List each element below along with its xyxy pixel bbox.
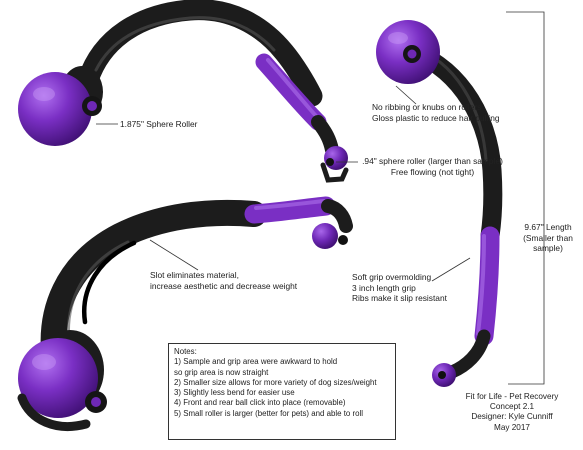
sphere-roller-large-top-left bbox=[18, 72, 92, 146]
callout-grip-line3: Ribs make it slip resistant bbox=[352, 293, 447, 303]
handle-body-bottom-left bbox=[40, 199, 267, 385]
credits-designer: Designer: Kyle Cunniff bbox=[471, 412, 553, 422]
callout-no-ribbing: No ribbing or knubs on rollers Gloss pla… bbox=[372, 102, 500, 123]
callout-grip-line2: 3 inch length grip bbox=[352, 282, 416, 293]
callout-small-roller-line2: Free flowing (not tight) bbox=[390, 166, 475, 177]
callout-small-roller-line1: .94" sphere roller (larger than sample) bbox=[362, 156, 503, 166]
credits-concept: Concept 2.1 bbox=[489, 402, 535, 412]
bottom-left-view bbox=[17, 196, 353, 431]
handle-body-top-left bbox=[77, 0, 323, 107]
callout-length: 9.67" Length (Smaller than sample) bbox=[516, 222, 580, 254]
credits-date: May 2017 bbox=[494, 422, 530, 432]
notes-item: 5) Small roller is larger (better for pe… bbox=[174, 408, 364, 418]
callout-length-line3: sample) bbox=[533, 243, 563, 253]
sphere-roller-small-top-left bbox=[324, 146, 348, 170]
slot-bottom-left bbox=[82, 240, 137, 325]
top-left-view bbox=[18, 0, 349, 183]
callout-slot: Slot eliminates material, increase aesth… bbox=[150, 270, 297, 291]
callout-grip-line1: Soft grip overmolding bbox=[352, 272, 432, 282]
credits-project: Fit for Life - Pet Recovery bbox=[465, 392, 559, 401]
credits-block: Fit for Life - Pet Recovery Concept 2.1 … bbox=[462, 392, 562, 433]
callout-no-ribbing-line2: Gloss plastic to reduce hair pulling bbox=[372, 112, 500, 123]
callout-grip: Soft grip overmolding 3 inch length grip… bbox=[352, 272, 447, 304]
callout-sphere-roller: 1.875" Sphere Roller bbox=[120, 119, 198, 129]
grip-top-left bbox=[255, 53, 327, 131]
callout-length-line2: (Smaller than bbox=[523, 232, 573, 243]
right-view bbox=[376, 20, 503, 387]
notes-box: Notes: 1) Sample and grip area were awkw… bbox=[168, 343, 396, 440]
notes-title: Notes: bbox=[174, 347, 197, 356]
grip-right bbox=[474, 226, 500, 346]
sphere-roller-small-bottom-left bbox=[312, 223, 338, 249]
callout-no-ribbing-line1: No ribbing or knubs on rollers bbox=[372, 102, 482, 112]
callout-slot-line1: Slot eliminates material, bbox=[150, 270, 239, 280]
notes-item: 4) Front and rear ball click into place … bbox=[174, 398, 346, 408]
sphere-roller-large-bottom-left bbox=[18, 338, 98, 418]
notes-item: 2) Smaller size allows for more variety … bbox=[174, 377, 377, 387]
leader-lines bbox=[96, 11, 545, 385]
callout-length-line1: 9.67" Length bbox=[524, 222, 572, 232]
notes-item: so grip area is now straight bbox=[174, 367, 269, 377]
notes-item: 3) Slightly less bend for easier use bbox=[174, 388, 295, 398]
callout-small-roller: .94" sphere roller (larger than sample) … bbox=[360, 156, 505, 177]
grip-bottom-left bbox=[244, 196, 336, 224]
callout-slot-line2: increase aesthetic and decrease weight bbox=[150, 280, 298, 291]
notes-item: 1) Sample and grip area were awkward to … bbox=[174, 357, 338, 367]
handle-body-right bbox=[396, 40, 503, 246]
